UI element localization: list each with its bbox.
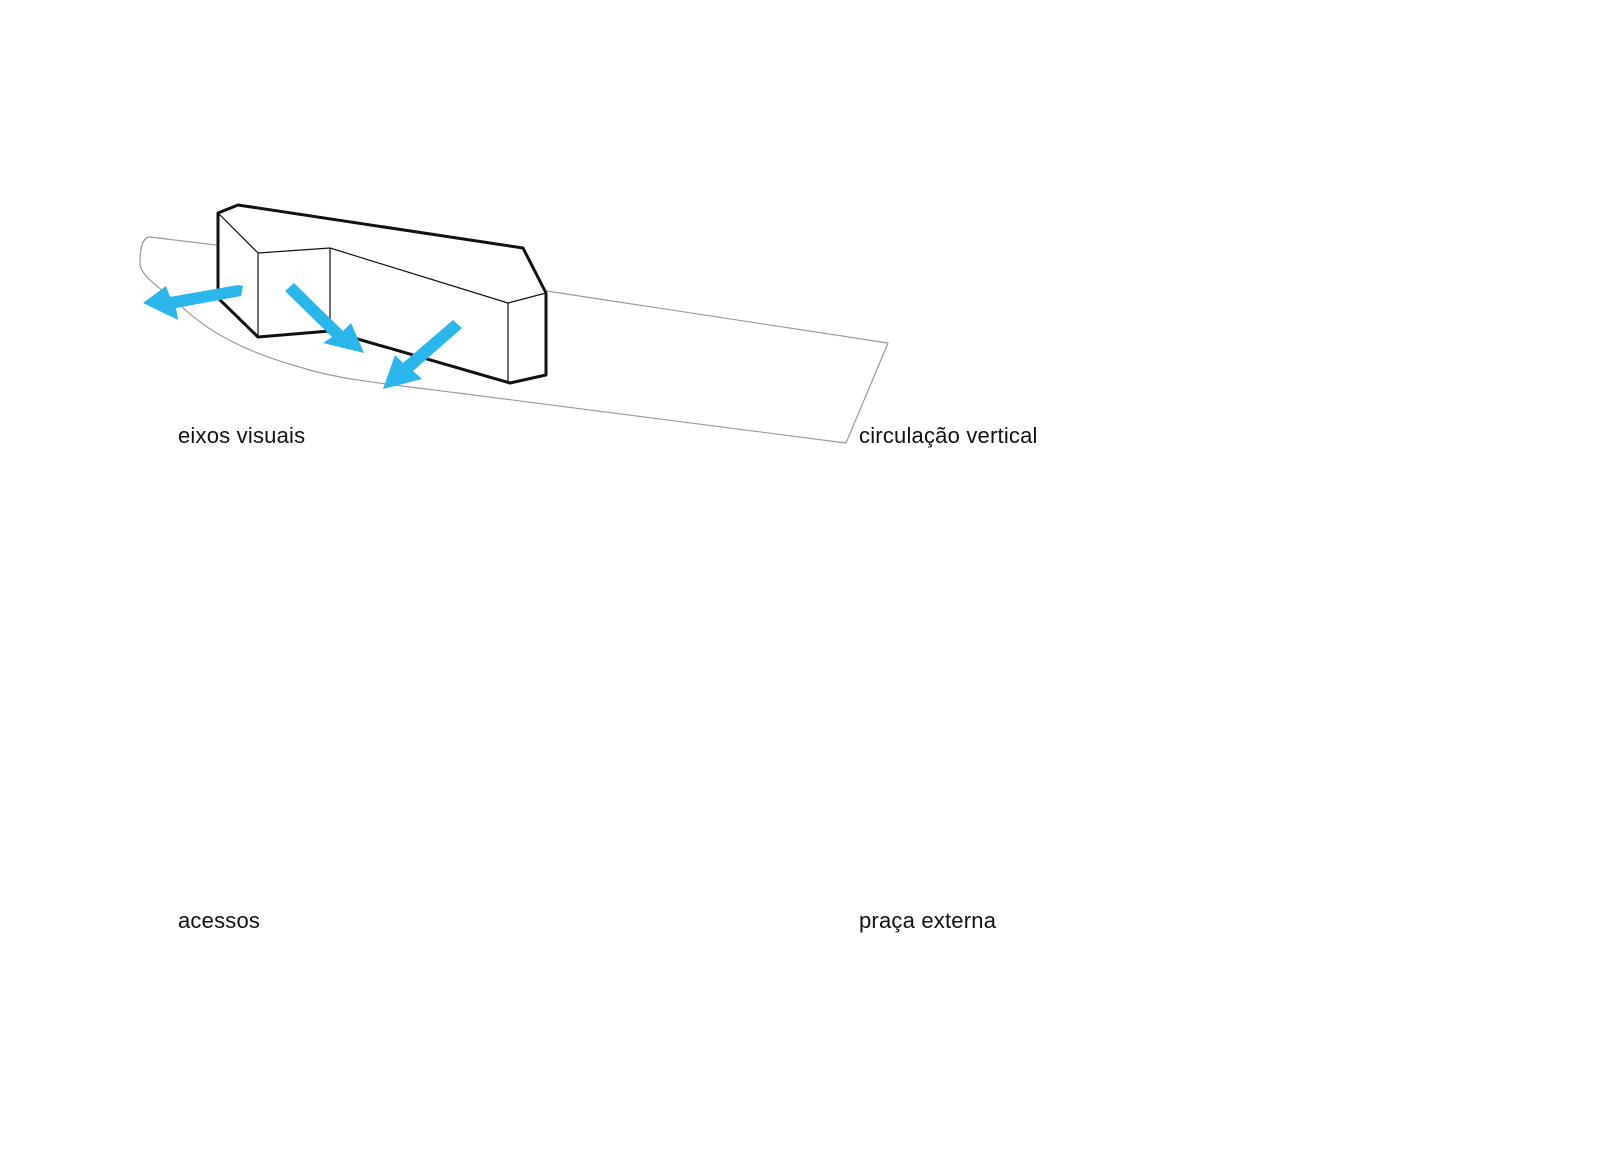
visual-axis-arrow-west <box>143 285 243 320</box>
building-mass <box>216 203 548 385</box>
caption-praca-externa: praça externa <box>859 908 997 933</box>
caption-acessos: acessos <box>178 908 261 933</box>
visual-axis-arrow-southeast <box>285 283 364 353</box>
visual-axis-arrow-southwest <box>383 320 462 389</box>
panel-eixos-visuais <box>139 203 889 444</box>
visual-axis-arrows <box>143 283 462 389</box>
caption-circulacao-vertical: circulação vertical <box>859 423 1038 448</box>
caption-eixos-visuais: eixos visuais <box>178 423 306 448</box>
